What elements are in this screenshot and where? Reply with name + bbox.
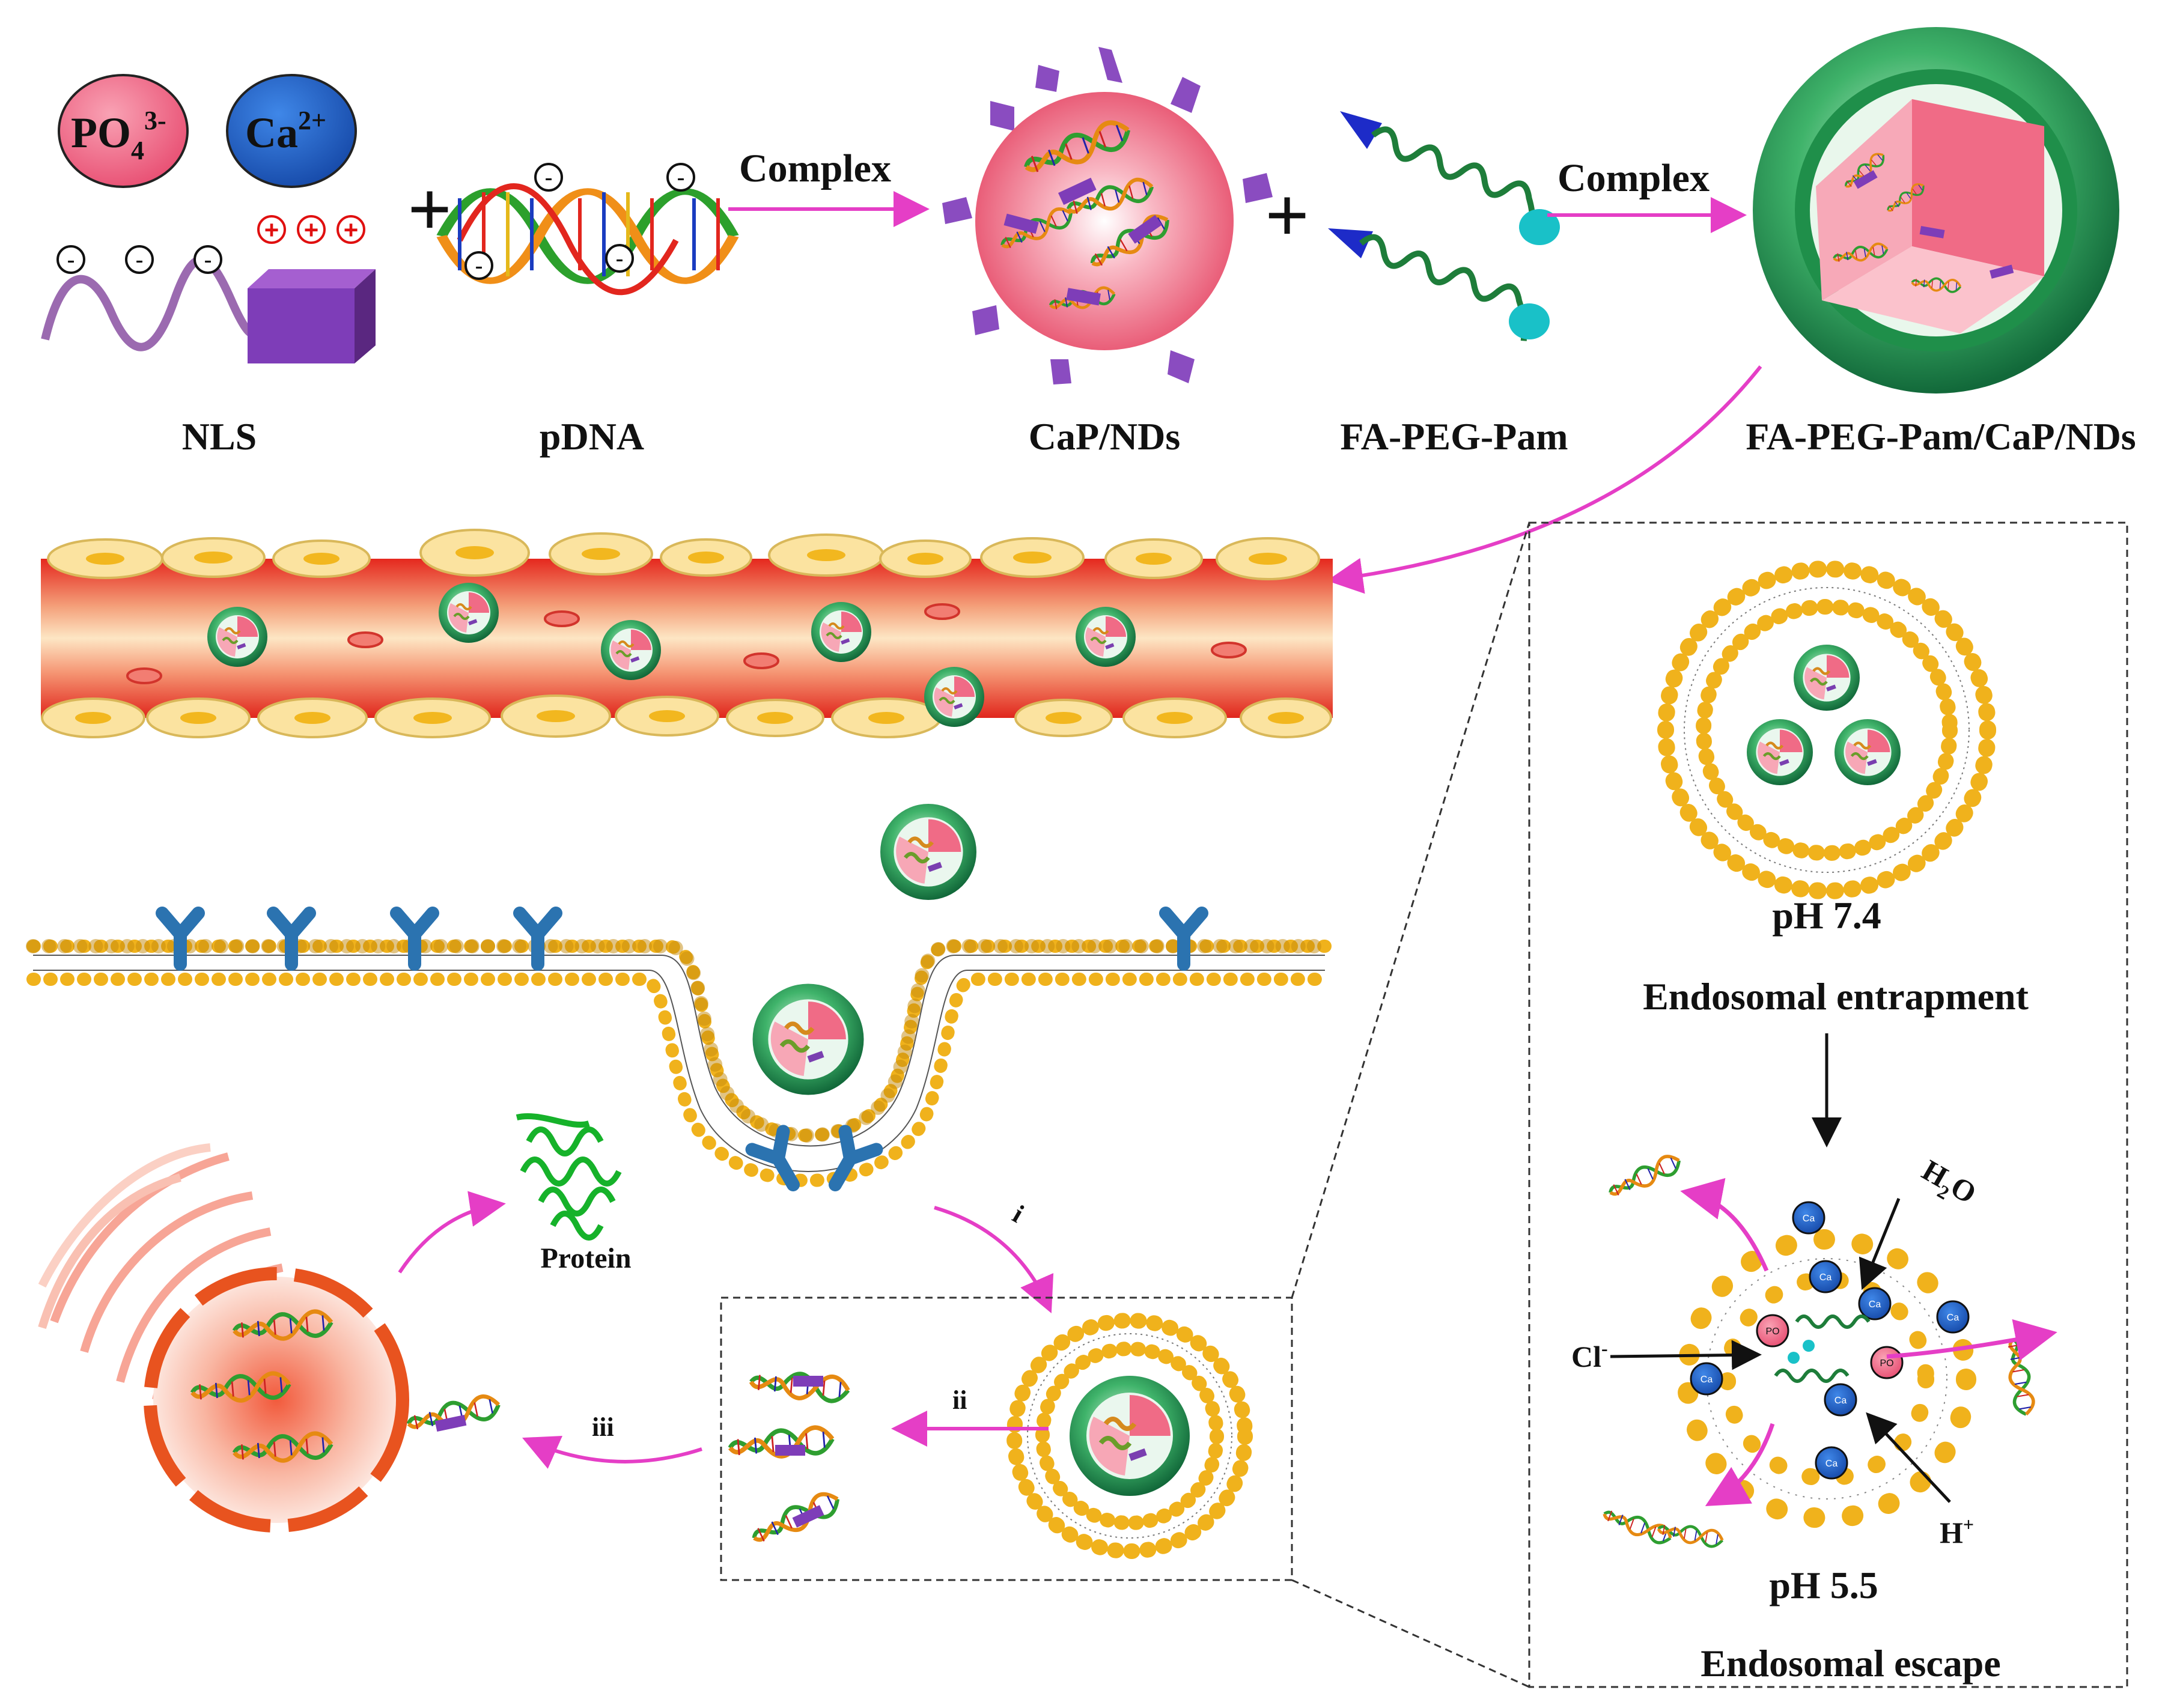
phosphate-label: PO [71, 109, 131, 157]
svg-text:Ca2+: Ca2+ [245, 106, 326, 157]
h2o-o: O [1945, 1169, 1982, 1210]
h-plus-label: H+ [1940, 1513, 1974, 1549]
protein-icon [516, 1113, 622, 1241]
pos-charge: + [264, 216, 279, 244]
cube-icon [248, 269, 376, 363]
red-blood-cells [126, 603, 1247, 684]
calcium-superscript: 2+ [298, 106, 326, 135]
cl-arrow [1610, 1340, 1762, 1370]
ion-ca-label: Ca [1869, 1299, 1881, 1310]
h-text: H [1940, 1516, 1963, 1549]
ion-ca-label: Ca [1835, 1396, 1847, 1406]
escape-arrow-1 [1680, 1178, 1769, 1272]
label-pdna: pDNA [540, 415, 644, 458]
endosomal-escape-label: Endosomal escape [1701, 1642, 2001, 1685]
blood-vessel [41, 529, 1333, 738]
ion-po-label: PO [1765, 1327, 1779, 1337]
complex-label-2: Complex [1557, 156, 1710, 200]
cap-nds-particle [942, 47, 1273, 384]
label-fa-peg-pam-cap-nds: FA-PEG-Pam/CaP/NDs [1746, 415, 2136, 458]
label-nls: NLS [182, 415, 257, 458]
neg-charge: - [677, 165, 684, 191]
h-sup: + [1963, 1513, 1974, 1535]
cl-sup: - [1601, 1337, 1608, 1359]
neg-charge: - [544, 165, 552, 191]
released-pdna [729, 1370, 849, 1549]
h2o-label: H2O [1914, 1153, 1982, 1215]
endosome-small [1006, 1313, 1253, 1559]
endosomal-entrapment-label: Endosomal entrapment [1643, 975, 2029, 1018]
to-protein-arrow [398, 1191, 506, 1274]
pos-charge: + [304, 216, 319, 244]
ion-ca-label: Ca [1947, 1313, 1959, 1323]
ion-ca-label: Ca [1701, 1375, 1713, 1385]
step-iii-label: iii [592, 1412, 614, 1442]
cl-text: Cl [1571, 1340, 1601, 1373]
phosphate-ion: PO43- [58, 74, 189, 188]
plus-sign-2: + [1265, 172, 1309, 259]
ion-ca-label: Ca [1819, 1272, 1832, 1283]
pos-charge-markers: + + + [257, 215, 365, 244]
neg-charge: - [67, 247, 75, 273]
phosphate-subscript: 4 [131, 136, 144, 165]
phosphate-superscript: 3- [144, 106, 166, 135]
neg-charge: - [204, 247, 212, 273]
calcium-label: Ca [245, 109, 298, 157]
endocytosed-nanoparticle [753, 984, 864, 1095]
label-fa-peg-pam: FA-PEG-Pam [1340, 415, 1568, 458]
ph-bottom-label: pH 5.5 [1769, 1564, 1878, 1606]
nls-peptide: - - - + + + [41, 215, 376, 363]
fa-peg-pam [1328, 111, 1560, 341]
label-cap-nds: CaP/NDs [1029, 415, 1180, 458]
free-nanoparticle [880, 804, 976, 900]
calcium-ions: Ca Ca Ca Ca Ca Ca Ca [1690, 1201, 1970, 1480]
step-i-label: i [1008, 1199, 1029, 1229]
neg-charge-markers: - - - [56, 245, 222, 274]
ion-ca-label: Ca [1825, 1459, 1838, 1469]
pdna-helix: - - - - [436, 163, 739, 296]
h2o-arrow [1859, 1198, 1901, 1290]
neg-charge: - [615, 246, 623, 272]
escape-arrow-3 [1705, 1423, 1775, 1506]
complex-label-1: Complex [739, 147, 891, 190]
endosome-entrapment [1657, 561, 1996, 899]
fa-peg-pam-cap-nds-particle [1753, 27, 2119, 394]
ion-po-label: PO [1880, 1358, 1893, 1369]
peg-chains [1774, 1314, 1871, 1383]
label-protein: Protein [540, 1242, 631, 1274]
endosome-escape: Ca Ca Ca Ca Ca Ca Ca PO PO [1601, 1152, 2057, 1548]
endothelial-cells-bottom [41, 694, 1332, 738]
release-inset-box [720, 1296, 1293, 1581]
endothelial-cells-top [47, 529, 1320, 580]
escape-arrow-2 [1886, 1319, 2057, 1361]
pos-charge: + [344, 216, 359, 244]
nucleus-er [38, 1143, 501, 1533]
phosphate-ions: PO PO [1756, 1314, 1904, 1379]
connector-top [1291, 522, 1530, 1298]
to-vessel-arrow [1327, 365, 1762, 594]
step-ii-label: ii [952, 1385, 967, 1415]
ion-ca-label: Ca [1803, 1214, 1815, 1224]
step-iii-arrow [522, 1435, 702, 1469]
neg-charge: - [475, 253, 483, 279]
endosome-panel [1528, 521, 2128, 1688]
calcium-ion: Ca2+ [226, 74, 357, 188]
cell-membrane [26, 913, 1332, 1194]
cl-label: Cl- [1571, 1337, 1608, 1373]
neg-charge: - [135, 247, 143, 273]
h-plus-arrow [1866, 1412, 1951, 1503]
svg-text:PO43-: PO43- [71, 106, 166, 165]
ph-top-label: pH 7.4 [1772, 894, 1881, 937]
connector-bottom [1291, 1579, 1530, 1688]
step-i-arrow [934, 1206, 1054, 1313]
